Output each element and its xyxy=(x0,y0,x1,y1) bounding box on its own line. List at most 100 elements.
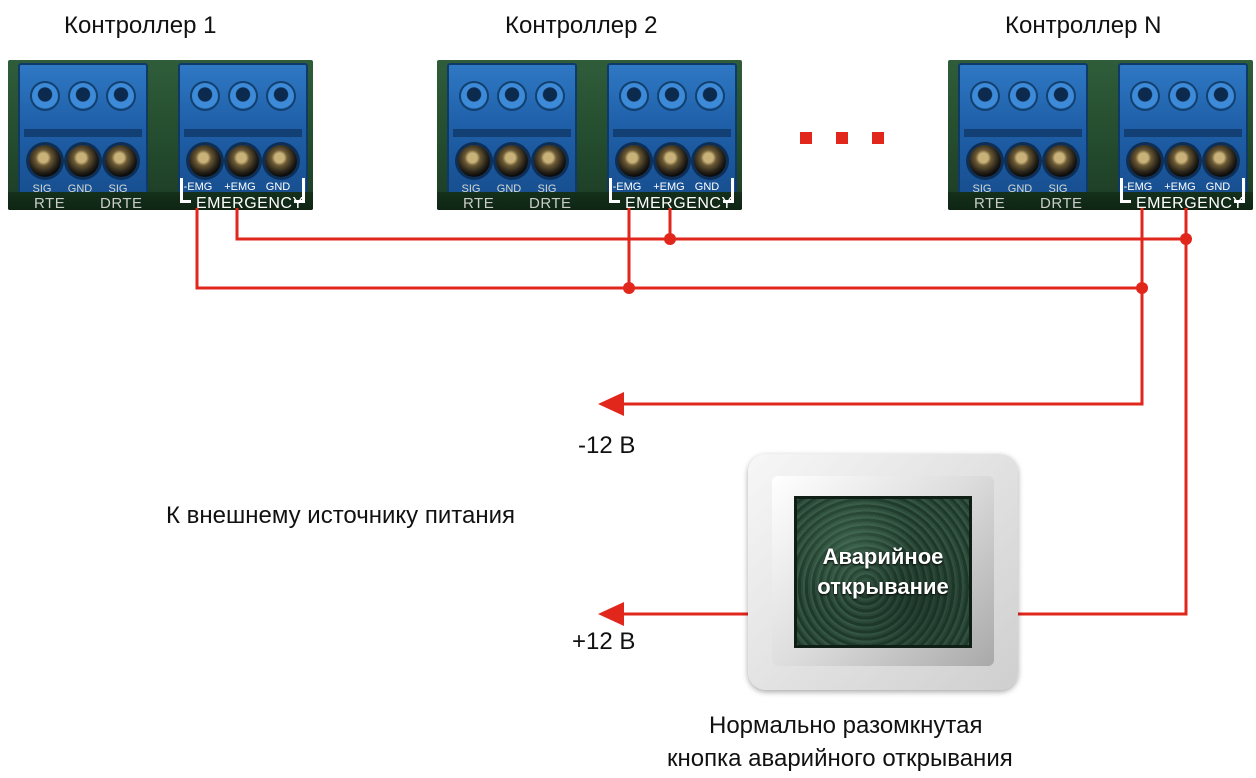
emergency-pin-label: GND xyxy=(1205,181,1231,193)
emergency-pin-label: GND xyxy=(694,181,720,193)
wire-entry-hole xyxy=(190,81,220,111)
controller-2-title: Контроллер 2 xyxy=(505,12,658,39)
rte-pin-label: GND xyxy=(1007,183,1033,195)
plus-12v-arrow xyxy=(598,602,624,626)
controller-1-title: Контроллер 1 xyxy=(64,12,217,39)
wire-entry-hole xyxy=(970,81,1000,111)
terminal-ledge xyxy=(613,129,731,137)
junction-dot xyxy=(664,233,676,245)
terminal-screw xyxy=(618,145,650,177)
emergency-pin-label: -EMG xyxy=(612,181,642,193)
emergency-pin-label: +EMG xyxy=(653,181,685,193)
junction-dot xyxy=(1180,233,1192,245)
ellipsis-dot xyxy=(872,132,884,144)
emergency-bracket-right xyxy=(723,178,734,203)
rte-pin-label: GND xyxy=(496,183,522,195)
terminal-screw xyxy=(458,145,490,177)
terminal-screw xyxy=(1045,145,1077,177)
wire-entry-hole xyxy=(228,81,258,111)
button-face-text: Аварийное открывание xyxy=(817,542,948,602)
terminal-screw xyxy=(265,145,297,177)
terminal-ledge xyxy=(24,129,142,137)
emergency-terminal-block xyxy=(178,63,308,203)
terminal-screw xyxy=(1129,145,1161,177)
wire-entry-hole xyxy=(535,81,565,111)
junction-dot xyxy=(1136,282,1148,294)
power-source-caption: К внешнему источнику питания xyxy=(166,502,515,529)
plus-emg-drop-n xyxy=(1018,208,1188,616)
rte-group-label: RTE xyxy=(34,195,66,210)
rte-group-label: RTE xyxy=(463,195,495,210)
plus-12v-label: +12 В xyxy=(572,628,636,655)
wire-entry-hole xyxy=(657,81,687,111)
rte-pin-label: SIG xyxy=(537,183,557,195)
wire-entry-hole xyxy=(106,81,136,111)
drte-group-label: DRTE xyxy=(100,195,143,210)
terminal-screw xyxy=(1007,145,1039,177)
terminal-screw xyxy=(29,145,61,177)
minus-12v-label: -12 В xyxy=(578,432,636,459)
terminal-screw xyxy=(694,145,726,177)
rte-pin-label: SIG xyxy=(972,183,992,195)
rte-pin-label: SIG xyxy=(108,183,128,195)
wire-entry-hole xyxy=(459,81,489,111)
emergency-bracket-right xyxy=(294,178,305,203)
controller-n-title: Контроллер N xyxy=(1005,12,1162,39)
wire-entry-hole xyxy=(266,81,296,111)
wire-entry-hole xyxy=(497,81,527,111)
emergency-terminal-block xyxy=(1118,63,1248,203)
terminal-screw xyxy=(105,145,137,177)
terminal-screw xyxy=(1205,145,1237,177)
terminal-screw xyxy=(656,145,688,177)
ellipsis-dot xyxy=(836,132,848,144)
emergency-pin-label: -EMG xyxy=(1123,181,1153,193)
drte-group-label: DRTE xyxy=(529,195,572,210)
terminal-ledge xyxy=(1124,129,1242,137)
terminal-screw xyxy=(189,145,221,177)
emergency-open-button: Аварийное открывание xyxy=(748,454,1018,690)
wire-entry-hole xyxy=(1168,81,1198,111)
wire-entry-hole xyxy=(68,81,98,111)
terminal-screw xyxy=(227,145,259,177)
rte-terminal-block xyxy=(958,63,1088,203)
emergency-bracket-left xyxy=(180,178,191,203)
rte-group-label: RTE xyxy=(974,195,1006,210)
terminal-ledge xyxy=(964,129,1082,137)
emergency-group-label: EMERGENCY xyxy=(1136,195,1244,210)
button-face-line-2: открывание xyxy=(817,574,949,599)
wire-entry-hole xyxy=(1046,81,1076,111)
terminal-screw xyxy=(1167,145,1199,177)
rte-pin-label: SIG xyxy=(1048,183,1068,195)
terminal-screw xyxy=(67,145,99,177)
terminal-ledge xyxy=(453,129,571,137)
terminal-screw xyxy=(534,145,566,177)
plus-emg-wire xyxy=(235,208,1186,241)
emergency-terminal-block xyxy=(607,63,737,203)
rte-pin-label: SIG xyxy=(32,183,52,195)
drte-group-label: DRTE xyxy=(1040,195,1083,210)
rte-pin-label: GND xyxy=(67,183,93,195)
terminal-screw xyxy=(496,145,528,177)
ellipsis-dot xyxy=(800,132,812,144)
wire-entry-hole xyxy=(1130,81,1160,111)
wire-entry-hole xyxy=(695,81,725,111)
emergency-bracket-left xyxy=(1120,178,1131,203)
junction-dot xyxy=(623,282,635,294)
button-face-line-1: Аварийное xyxy=(822,544,944,569)
emergency-bracket-right xyxy=(1234,178,1245,203)
wire-entry-hole xyxy=(1008,81,1038,111)
wire-entry-hole xyxy=(30,81,60,111)
terminal-screw xyxy=(969,145,1001,177)
button-caption-line-1: Нормально разомкнутая xyxy=(709,712,983,739)
minus-12v-arrow xyxy=(598,392,624,416)
emergency-bracket-left xyxy=(609,178,620,203)
button-face: Аварийное открывание xyxy=(794,496,972,648)
emergency-group-label: EMERGENCY xyxy=(196,195,304,210)
emergency-pin-label: +EMG xyxy=(1164,181,1196,193)
terminal-ledge xyxy=(184,129,302,137)
emergency-pin-label: -EMG xyxy=(183,181,213,193)
wire-entry-hole xyxy=(1206,81,1236,111)
